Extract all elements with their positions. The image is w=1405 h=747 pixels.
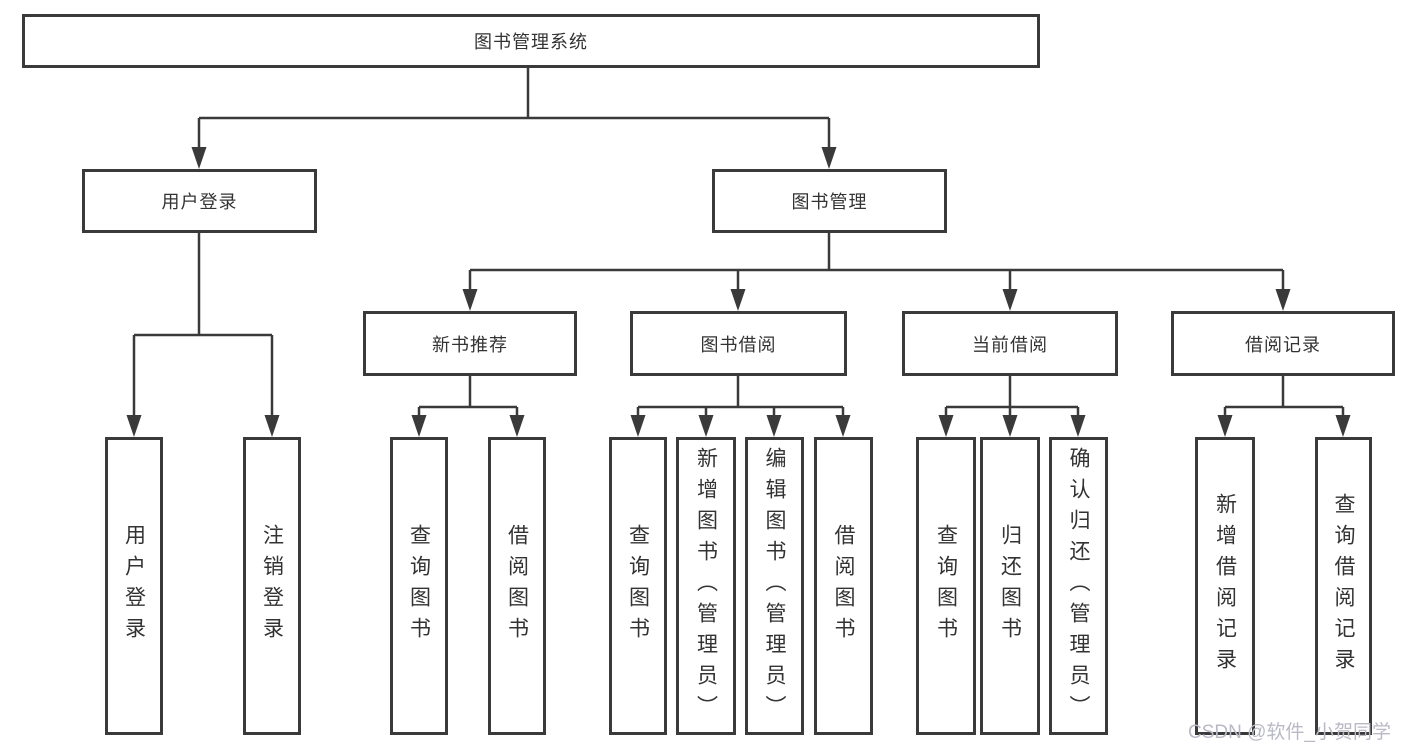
node-borrow-record: 借阅记录 [1171, 311, 1395, 376]
connector-user-login-children [126, 233, 280, 437]
connector-book-borrow-children [630, 376, 851, 437]
node-label: 注销登录 [260, 524, 284, 648]
node-label: 图书管理 [791, 192, 868, 212]
node-user-login: 用户登录 [82, 169, 317, 233]
node-new-book-recommend: 新书推荐 [363, 311, 577, 376]
node-leaf-confirm-return-admin: 确认归还（管理员） [1049, 437, 1108, 735]
connector-current-borrow-children [938, 376, 1086, 437]
node-label: 查询图书 [626, 524, 650, 648]
node-label: 查询图书 [407, 524, 431, 648]
connector-book-mgmt-children [462, 233, 1291, 311]
node-leaf-query-books-current: 查询图书 [916, 437, 976, 735]
node-label: 查询借阅记录 [1332, 493, 1355, 679]
node-leaf-user-login: 用户登录 [105, 437, 163, 735]
node-leaf-query-borrow-record: 查询借阅记录 [1315, 437, 1372, 735]
node-current-borrow: 当前借阅 [902, 311, 1118, 376]
node-leaf-query-books-rec: 查询图书 [390, 437, 448, 735]
node-leaf-edit-books-admin: 编辑图书（管理员） [745, 437, 804, 735]
node-label: 确认归还（管理员） [1067, 446, 1090, 726]
node-label: 新书推荐 [432, 334, 508, 355]
node-label: 用户登录 [161, 192, 238, 212]
node-label: 新增借阅记录 [1213, 493, 1237, 679]
node-leaf-return-books: 归还图书 [980, 437, 1040, 735]
node-label: 查询图书 [934, 524, 958, 648]
connector-root-to-level2 [191, 68, 837, 169]
node-book-management: 图书管理 [712, 169, 947, 233]
node-leaf-add-books-admin: 新增图书（管理员） [676, 437, 736, 735]
node-leaf-borrow-books: 借阅图书 [814, 437, 873, 735]
node-label: 借阅图书 [832, 524, 855, 648]
node-leaf-borrow-books-rec: 借阅图书 [488, 437, 546, 735]
node-label: 图书管理系统 [474, 32, 588, 52]
node-label: 新增图书（管理员） [694, 446, 718, 726]
node-label: 编辑图书（管理员） [763, 446, 786, 726]
node-label: 用户登录 [122, 524, 146, 648]
node-leaf-logout: 注销登录 [243, 437, 301, 735]
node-leaf-query-books-borrow: 查询图书 [609, 437, 667, 735]
node-label: 借阅图书 [505, 524, 529, 648]
connector-borrow-record-children [1217, 376, 1351, 437]
node-label: 借阅记录 [1245, 334, 1321, 355]
connector-new-book-rec-children [411, 376, 525, 437]
node-book-borrow: 图书借阅 [630, 311, 847, 376]
node-label: 当前借阅 [972, 334, 1048, 355]
node-label: 图书借阅 [700, 334, 777, 355]
node-root-system: 图书管理系统 [22, 14, 1040, 68]
csdn-watermark: CSDN @软件_小贺同学 [1188, 722, 1391, 743]
node-leaf-add-borrow-record: 新增借阅记录 [1195, 437, 1255, 735]
node-label: 归还图书 [998, 524, 1022, 648]
